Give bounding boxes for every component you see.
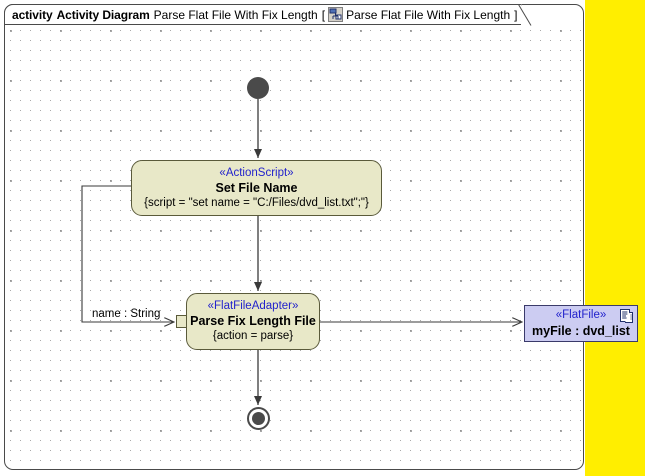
object-name-myfile: myFile : dvd_list: [532, 324, 630, 338]
edge-label-name-string: name : String: [92, 308, 161, 320]
action-node-set-file-name[interactable]: «ActionScript» Set File Name {script = "…: [131, 160, 382, 216]
frame-keyword: activity: [12, 7, 53, 22]
action-constraint-script: {script = "set name = "C:/Files/dvd_list…: [144, 197, 369, 209]
diagram-frame: [4, 4, 584, 470]
input-pin-name-string[interactable]: [176, 315, 187, 328]
activity-final-node-inner: [252, 412, 265, 425]
diagram-frame-title-tab[interactable]: activity Activity Diagram Parse Flat Fil…: [4, 4, 533, 25]
document-icon: [620, 309, 633, 323]
activity-diagram-icon: [328, 7, 344, 22]
initial-node[interactable]: [247, 77, 269, 99]
activity-final-node[interactable]: [247, 407, 270, 430]
frame-bracket-close: ]: [514, 7, 518, 22]
frame-bracket-open: [: [321, 7, 326, 22]
frame-type-label: Activity Diagram: [56, 7, 150, 22]
stereotype-actionscript: «ActionScript»: [219, 167, 294, 179]
frame-qualified-name: Parse Flat File With Fix Length: [346, 7, 511, 22]
stereotype-flatfileadapter: «FlatFileAdapter»: [207, 300, 299, 312]
action-name-parse-fix-length-file: Parse Fix Length File: [190, 314, 316, 328]
selection-overflow-region: [585, 0, 645, 476]
frame-diagram-name: Parse Flat File With Fix Length: [153, 7, 318, 22]
action-constraint-action-parse: {action = parse}: [212, 330, 294, 342]
action-name-set-file-name: Set File Name: [215, 181, 298, 195]
object-node-flatfile[interactable]: «FlatFile» myFile : dvd_list: [524, 305, 638, 342]
action-node-parse-fix-length-file[interactable]: «FlatFileAdapter» Parse Fix Length File …: [186, 293, 320, 350]
